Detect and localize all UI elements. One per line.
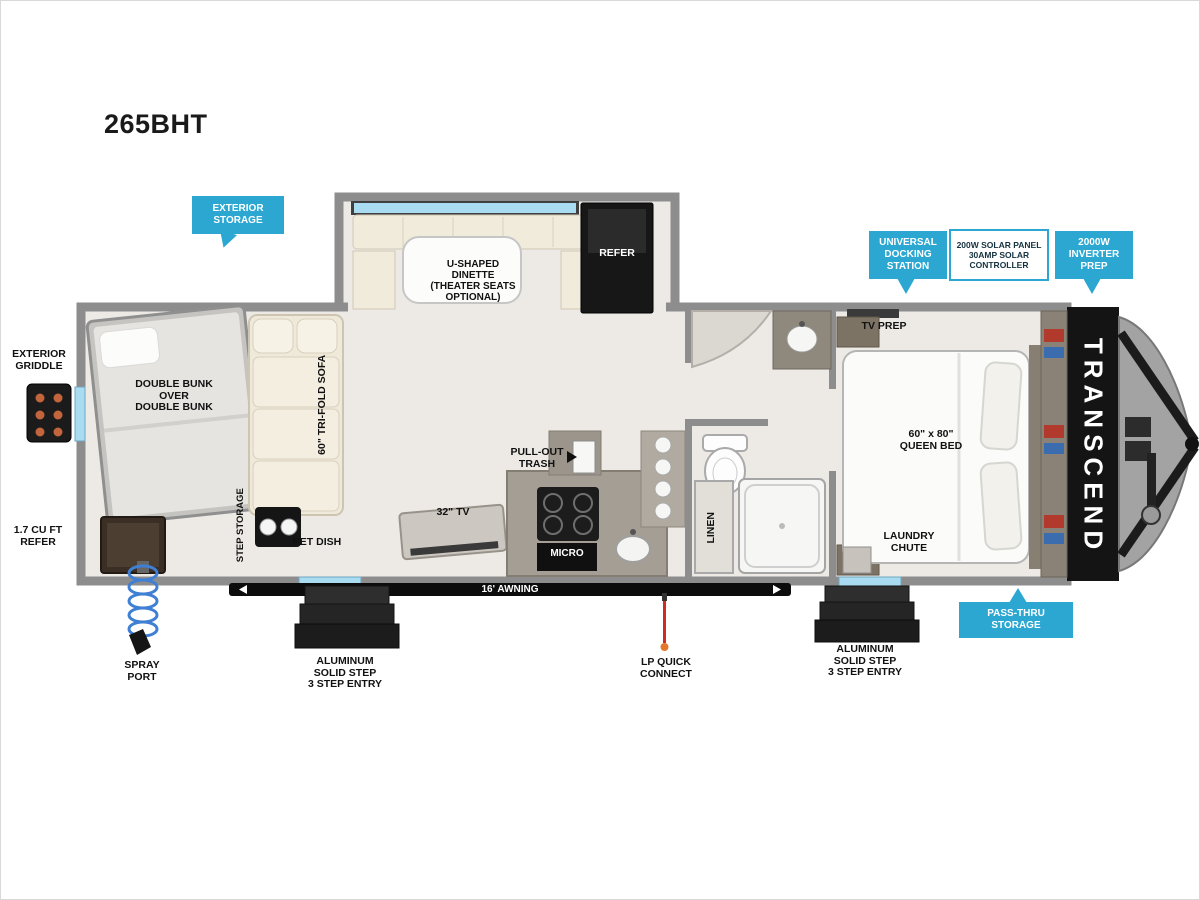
label-entry-step-right: ALUMINUM SOLID STEP 3 STEP ENTRY	[827, 643, 903, 679]
hitch-tongue-icon	[1117, 315, 1199, 573]
exterior-griddle-icon	[26, 383, 72, 443]
brand-logo: TRANSCEND	[1078, 337, 1109, 556]
tv-cabinet-icon	[398, 503, 508, 561]
interior-walls	[685, 307, 836, 581]
label-lp-quick-connect: LP QUICK CONNECT	[640, 656, 692, 680]
entry-steps-right-icon	[814, 585, 920, 643]
refrigerator-icon	[580, 202, 654, 314]
wardrobe-icon	[1040, 310, 1068, 578]
front-cap-strip	[1067, 307, 1119, 581]
label-pull-out-trash: PULL-OUT TRASH	[510, 446, 564, 470]
label-small-refer: 1.7 CU FT REFER	[13, 524, 63, 548]
label-sofa: 60" TRI-FOLD SOFA	[316, 354, 329, 455]
label-linen: LINEN	[705, 512, 718, 544]
entry-steps-left-icon	[294, 585, 400, 649]
callout-inverter-prep: 2000W INVERTER PREP	[1055, 231, 1133, 279]
label-laundry-chute: LAUNDRY CHUTE	[883, 530, 935, 554]
trash-arrow-icon	[567, 451, 577, 463]
stove-icon	[537, 487, 599, 541]
microwave-icon	[537, 543, 597, 571]
label-step-storage: STEP STORAGE	[234, 488, 246, 563]
callout-solar: 200W SOLAR PANEL 30AMP SOLAR CONTROLLER	[949, 229, 1049, 281]
callout-exterior-storage: EXTERIOR STORAGE	[192, 196, 284, 234]
label-pet-dish: PET DISH	[292, 536, 342, 548]
laundry-chute-icon	[842, 546, 872, 574]
bunk-bed-icon	[85, 304, 267, 526]
spray-port-icon	[127, 561, 159, 655]
sofa-icon	[248, 314, 344, 516]
callout-universal-docking: UNIVERSAL DOCKING STATION	[869, 231, 947, 279]
bathroom-vanity-icon	[691, 310, 832, 370]
label-dinette: U-SHAPED DINETTE (THEATER SEATS OPTIONAL…	[430, 259, 516, 303]
label-tv: 32" TV	[436, 506, 470, 518]
label-tv-prep: TV PREP	[861, 320, 907, 332]
label-queen-bed: 60" x 80" QUEEN BED	[899, 428, 963, 452]
label-spray-port: SPRAY PORT	[124, 659, 160, 683]
window-icon	[74, 201, 902, 587]
page-title: 265BHT	[104, 109, 208, 139]
shower-icon	[738, 478, 826, 574]
pet-dish-icon	[255, 507, 301, 547]
callout-pass-thru-storage: PASS-THRU STORAGE	[959, 602, 1073, 638]
queen-bed-icon	[836, 309, 1041, 576]
label-double-bunk: DOUBLE BUNK OVER DOUBLE BUNK	[135, 378, 213, 414]
callout-tail-pass-thru-storage	[1009, 588, 1027, 603]
lp-quick-connect-icon	[660, 593, 669, 651]
kitchen-counter-icon	[506, 430, 686, 577]
callout-tail-universal-docking	[897, 278, 915, 294]
label-exterior-griddle: EXTERIOR GRIDDLE	[12, 348, 66, 372]
label-awning: 16' AWNING	[481, 584, 539, 595]
linen-closet-icon	[694, 480, 734, 574]
label-entry-step-left: ALUMINUM SOLID STEP 3 STEP ENTRY	[307, 655, 383, 691]
label-refer: REFER	[599, 247, 635, 259]
label-micro: MICRO	[550, 548, 584, 559]
nightstand-icon	[836, 316, 880, 348]
small-refrigerator-icon	[100, 516, 166, 574]
callout-tail-inverter-prep	[1083, 278, 1101, 294]
kitchen-sink-icon	[615, 535, 651, 563]
tv-prep-mount-icon	[847, 309, 899, 318]
